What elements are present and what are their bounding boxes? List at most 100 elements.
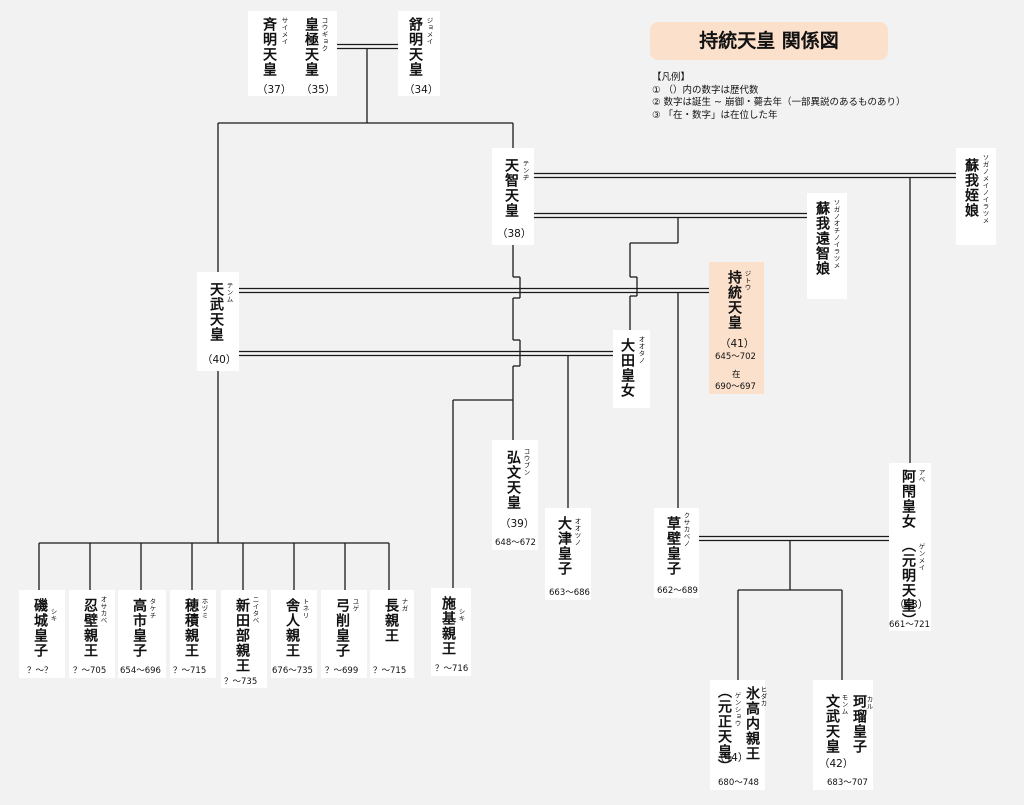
person-ruby: タケチ (148, 598, 156, 619)
person-name: 新田部親王 (234, 598, 250, 673)
person-ruby: ジトウ (743, 270, 751, 291)
person-name: 斉明天皇 (261, 17, 277, 77)
person-box-soga-ochi: 蘇我遠智娘 ソガノオチノイラツメ (807, 193, 847, 299)
person-name: 施基親王 (440, 596, 456, 656)
person-box-hidaka: 氷高内親王 ヒダカ （元正天皇） ゲンショウ （44） 680～748 (710, 680, 767, 790)
person-name: 草壁皇子 (665, 516, 681, 576)
person-name: 忍壁親王 (82, 598, 98, 658)
reign-years: 690～697 (715, 382, 756, 392)
person-name: 大田皇女 (619, 338, 635, 398)
person-name: 弘文天皇 (505, 450, 521, 510)
page-title: 持統天皇 関係図 (650, 22, 888, 60)
person-ruby: カル (865, 696, 873, 710)
person-box-karu: 珂瑠皇子 カル 文武天皇 モンム （42） 683～707 (813, 680, 873, 790)
life-years: 676～735 (272, 666, 313, 676)
person-box-saimei-kogyoku: 斉明天皇 サイメイ （37） 皇極天皇 コウギョク （35） (248, 11, 337, 96)
person-box-kobun: 弘文天皇 コウブン （39） 648～672 (492, 440, 538, 550)
reign-number: （35） (301, 84, 336, 96)
person-ruby: ソガノオチノイラツメ (832, 199, 840, 269)
life-years: 662～689 (657, 586, 698, 596)
life-years: ？～705 (73, 666, 107, 676)
life-years: 648～672 (495, 538, 536, 548)
reign-number: （40） (202, 354, 237, 366)
life-years: ？～699 (325, 666, 359, 676)
life-years: 661～721 (889, 620, 930, 630)
person-ruby: ニイタベ (251, 596, 259, 624)
person-box-yuge: 弓削皇子 ユゲ ？～699 (321, 590, 367, 678)
life-years: 645～702 (715, 352, 756, 362)
person-name: 高市皇子 (131, 598, 147, 658)
person-box-niitabe: 新田部親王 ニイタベ ？～735 (221, 590, 267, 688)
life-years: ？～715 (173, 666, 207, 676)
person-ruby: シキ (49, 608, 57, 622)
person-name: 珂瑠皇子 (851, 694, 867, 754)
person-ruby: トネリ (301, 598, 309, 619)
reign-label: 在 (732, 370, 741, 380)
person-ruby: ヒダカ (759, 686, 767, 707)
person-ruby: ゲンメイ (917, 543, 925, 571)
person-name: 持統天皇 (726, 270, 742, 330)
life-years: 680～748 (718, 778, 759, 788)
reign-number: （44） (714, 752, 749, 764)
person-box-jomei: 舒明天皇 ジョメイ （34） (398, 11, 440, 96)
person-name: 長親王 (383, 598, 399, 643)
life-years: ？～735 (224, 677, 258, 687)
person-alt-name: （元正天皇） (716, 684, 732, 774)
person-box-takechi: 高市皇子 タケチ 654～696 (118, 590, 166, 678)
person-ruby: アベ (917, 469, 925, 483)
person-ruby: オオツノ (573, 518, 581, 546)
reign-number: （34） (404, 84, 439, 96)
legend-heading: 【凡例】 (652, 72, 691, 83)
person-name: 舒明天皇 (407, 17, 423, 77)
legend-item: ③ 「在・数字」は在位した年 (652, 109, 778, 121)
person-ruby: オサカベ (99, 596, 107, 624)
life-years: 683～707 (827, 778, 868, 788)
person-ruby: ナガ (400, 598, 408, 612)
person-name: 阿閇皇女 (900, 469, 916, 529)
person-name: 天武天皇 (208, 282, 224, 342)
person-ruby: コウギョク (320, 17, 328, 52)
person-ruby: シキ (457, 608, 465, 622)
legend: 【凡例】 ① （）内の数字は歴代数 ② 数字は誕生 ~ 崩御・薨去年（一部異説の… (652, 72, 906, 122)
reign-number: （39） (500, 518, 535, 530)
person-box-tenji: 天智天皇 テンヂ （38） (492, 148, 534, 245)
person-box-soga-mei: 蘇我姪娘 ソガノメイノイラツメ (956, 148, 996, 245)
person-name: 穂積親王 (183, 598, 199, 658)
person-box-tenmu: 天武天皇 テンム （40） (197, 272, 239, 371)
person-ruby: ユゲ (351, 598, 359, 612)
person-ruby: ジョメイ (425, 17, 433, 45)
person-box-otsu: 大津皇子 オオツノ 663～686 (545, 508, 591, 600)
reign-number: （42） (819, 758, 854, 770)
person-alt-name: 文武天皇 (824, 694, 840, 754)
person-box-toneri: 舎人親王 トネリ 676～735 (271, 590, 317, 678)
person-name: 磯城皇子 (32, 598, 48, 658)
person-box-jito: 持統天皇 ジトウ （41） 645～702 在 690～697 (709, 262, 764, 394)
person-name: 大津皇子 (556, 516, 572, 576)
legend-item: ② 数字は誕生 ~ 崩御・薨去年（一部異説のあるものあり） (652, 97, 906, 108)
person-ruby: モンム (840, 694, 848, 715)
person-box-kusakabe: 草壁皇子 クサカベノ 662～689 (654, 508, 699, 598)
person-ruby: コウブン (522, 448, 530, 476)
person-box-osakabe: 忍壁親王 オサカベ ？～705 (69, 590, 115, 678)
reign-number: （43） (894, 599, 929, 611)
person-ruby: サイメイ (280, 17, 288, 45)
person-ruby: テンム (225, 282, 233, 303)
person-name: 蘇我遠智娘 (814, 201, 830, 276)
person-box-naga: 長親王 ナガ ？～715 (370, 590, 414, 678)
person-ruby: クサカベノ (682, 512, 690, 547)
person-ruby: テンヂ (521, 160, 529, 181)
life-years: 654～696 (120, 666, 161, 676)
person-box-shiki-m: 磯城皇子 シキ ？～？ (19, 590, 65, 678)
person-name: 蘇我姪娘 (963, 158, 979, 218)
life-years: 663～686 (549, 588, 590, 598)
reign-number: （37） (257, 84, 292, 96)
person-ruby: ホヅミ (200, 598, 208, 619)
person-name: 皇極天皇 (303, 17, 319, 77)
person-name: 舎人親王 (284, 598, 300, 658)
person-box-ota: 大田皇女 オオタノ (613, 330, 650, 408)
person-ruby: オオタノ (637, 336, 645, 364)
reign-number: （38） (497, 228, 532, 240)
person-name: 弓削皇子 (334, 598, 350, 658)
person-box-shiki-tenji: 施基親王 シキ ？～716 (431, 588, 471, 676)
